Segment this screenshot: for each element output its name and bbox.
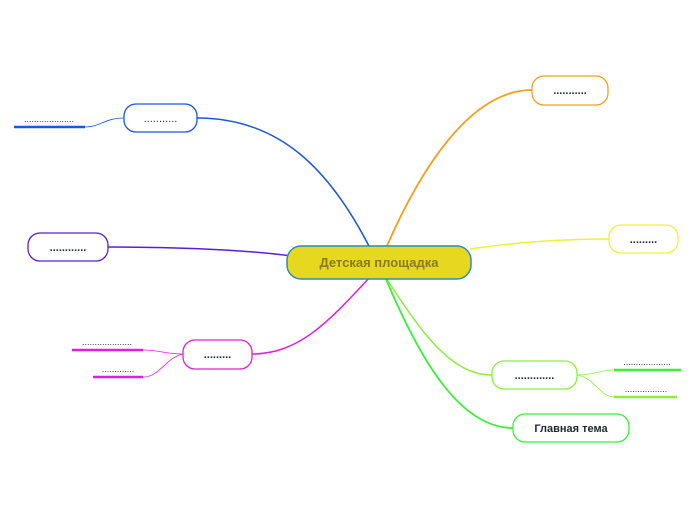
leaf-label-top-left-1[interactable]: .................... (24, 114, 74, 124)
topic-top-left[interactable]: ........... (123, 103, 198, 133)
topic-label-mid-right: ......... (630, 234, 658, 246)
leaf-label-bottom-left-1[interactable]: .................... (82, 337, 132, 347)
topic-label-lower-right: ............. (515, 370, 555, 382)
connector-top-right (385, 89, 533, 249)
leaf-label-lower-right-1[interactable]: ................... (623, 357, 671, 367)
connector-leaf-lower-right-2 (576, 374, 615, 398)
connector-bottom-right (385, 278, 514, 429)
topic-top-right[interactable]: ........... (531, 75, 609, 106)
topic-label-top-left: ........... (144, 113, 178, 125)
connector-mid-right (469, 238, 610, 250)
topic-bottom-right[interactable]: Главная тема (512, 413, 630, 443)
connector-lower-right (385, 277, 493, 376)
central-topic-label: Детская площадка (319, 255, 439, 270)
topic-label-mid-left: ............ (50, 242, 87, 254)
central-topic[interactable]: Детская площадка (286, 245, 472, 280)
connector-leaf-lower-right-1 (576, 369, 615, 376)
topic-label-bottom-left: ......... (204, 349, 232, 361)
topic-label-bottom-right: Главная тема (534, 423, 608, 435)
connector-mid-left (107, 246, 293, 257)
topic-bottom-left[interactable]: ......... (182, 339, 253, 370)
topic-mid-left[interactable]: ............ (27, 232, 109, 262)
topic-label-top-right: ........... (553, 85, 587, 97)
leaf-label-bottom-left-2[interactable]: ............. (102, 364, 135, 374)
connector-leaf-bottom-left-2 (142, 353, 184, 378)
connector-top-left (196, 117, 371, 249)
connector-leaf-top-left-1 (84, 117, 125, 128)
leaf-label-lower-right-2[interactable]: ................. (625, 384, 668, 394)
connector-bottom-left (251, 276, 371, 355)
topic-mid-right[interactable]: ......... (608, 224, 679, 254)
topic-lower-right[interactable]: ............. (491, 360, 578, 390)
connector-leaf-bottom-left-1 (142, 349, 184, 355)
